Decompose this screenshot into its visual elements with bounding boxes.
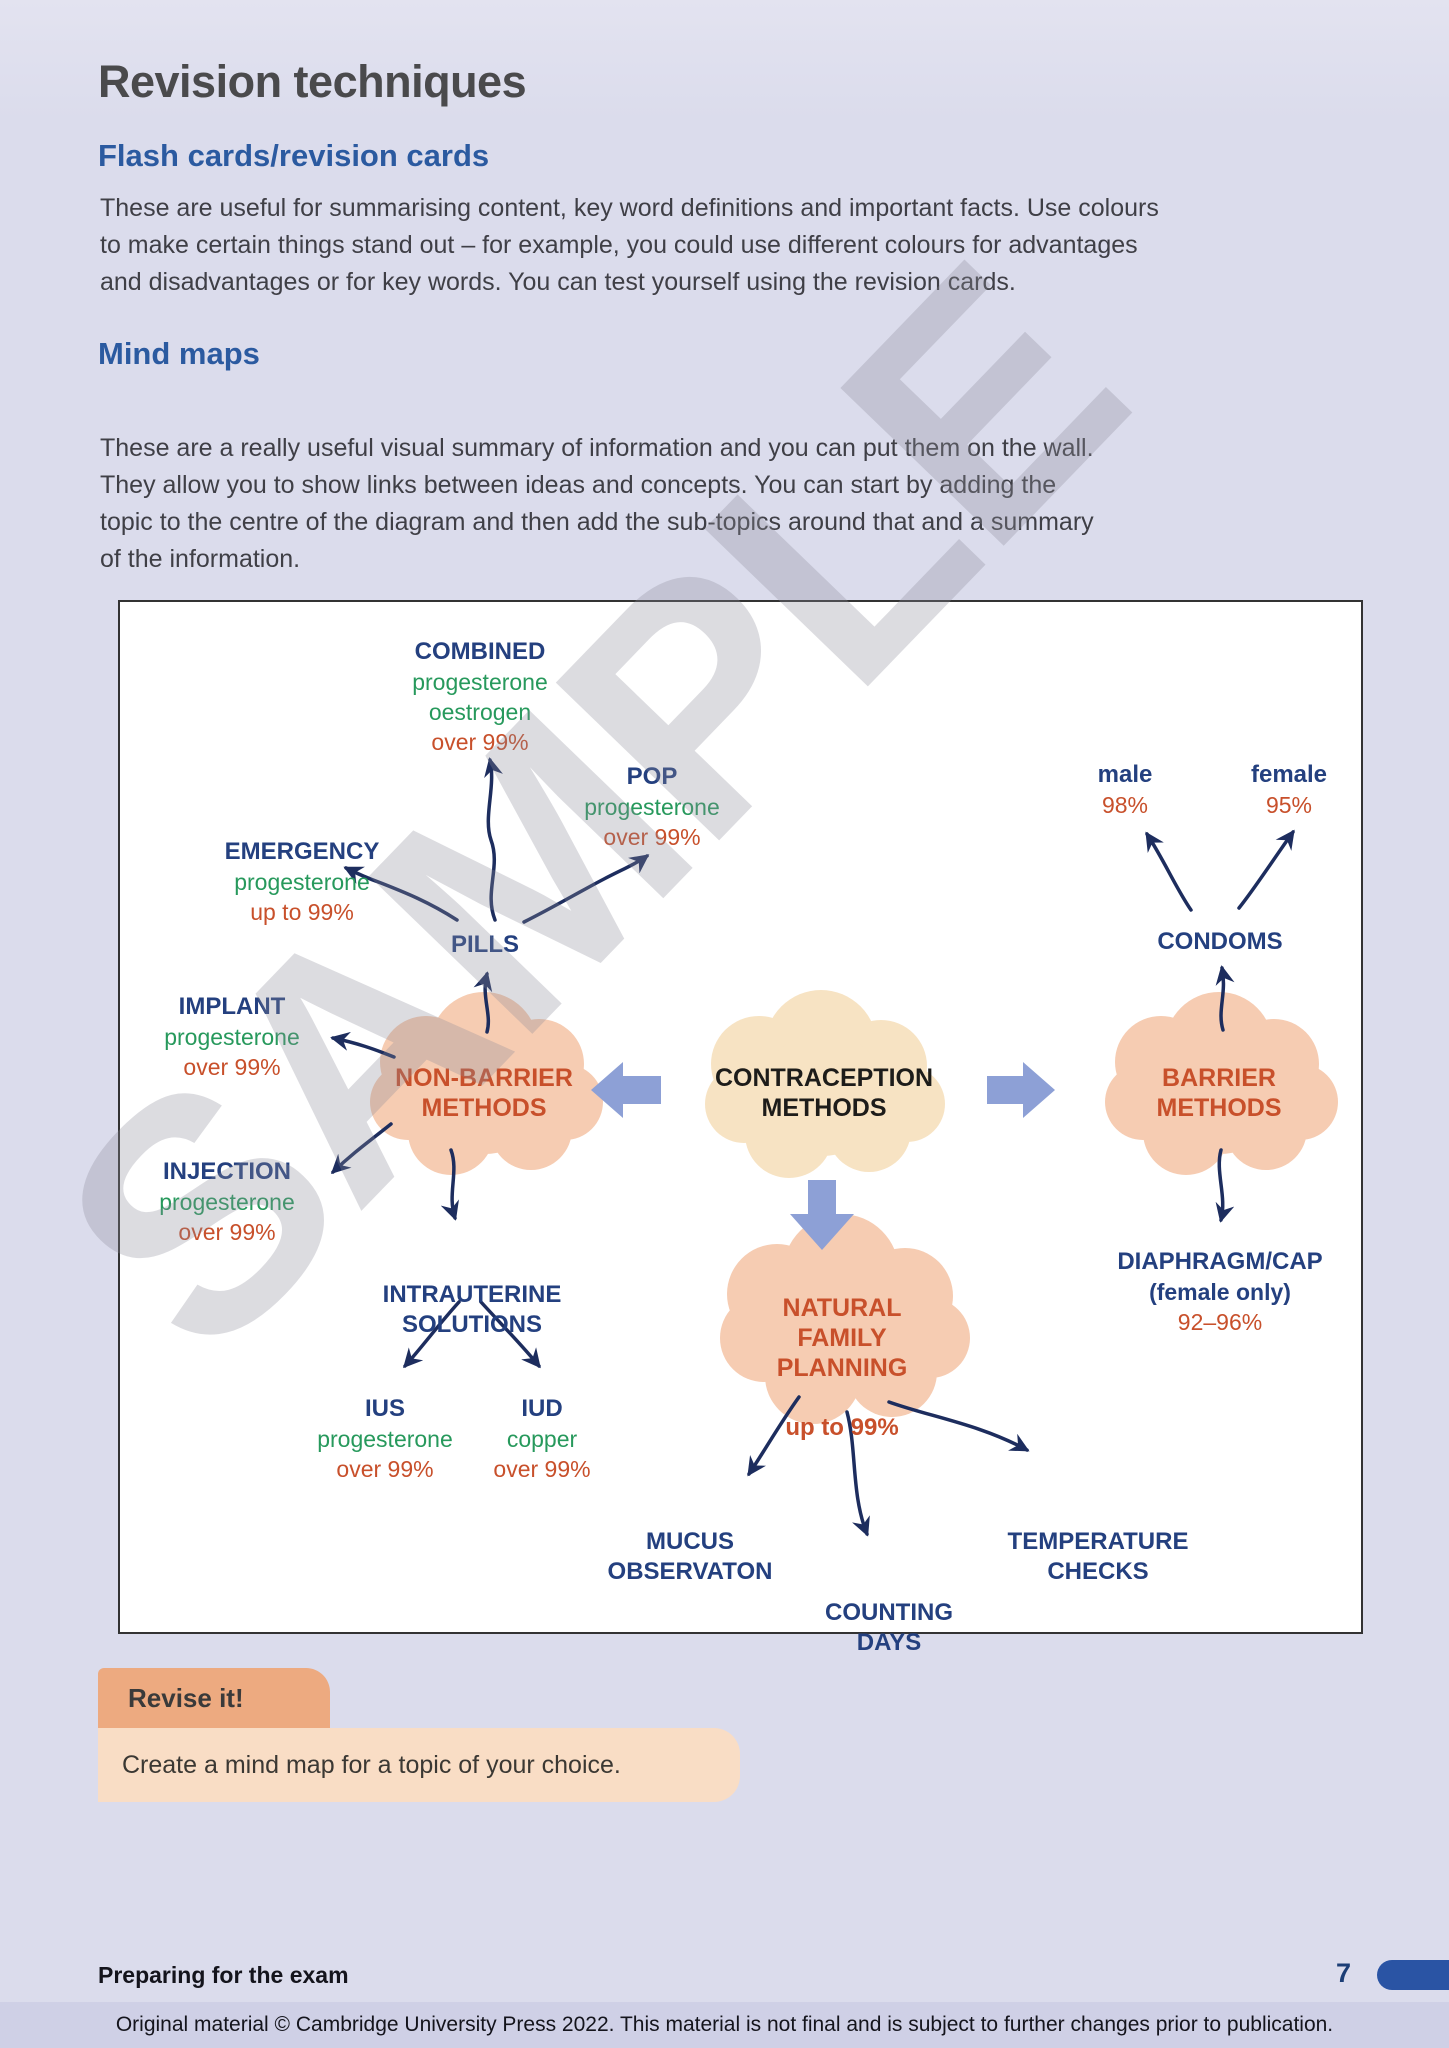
non-barrier-cloud-label: NON-BARRIER METHODS	[395, 1064, 573, 1122]
mind-map-diagram: COMBINED progesterone oestrogen over 99%…	[118, 600, 1363, 1656]
arrow-nfp-counting	[845, 1410, 870, 1537]
arrow-pills-combined	[484, 757, 503, 922]
block-arrow-down	[790, 1180, 854, 1250]
footer-section-title: Preparing for the exam	[98, 1962, 349, 1988]
revise-it-body: Create a mind map for a topic of your ch…	[98, 1728, 740, 1802]
arrow-nonbarrier-intrauterine	[440, 1148, 459, 1221]
arrow-barrier-condoms	[1215, 965, 1235, 1032]
node-implant: IMPLANT progesterone over 99%	[164, 993, 300, 1080]
node-male-condom: male 98%	[1097, 761, 1153, 818]
node-combined: COMBINED progesterone oestrogen over 99%	[412, 638, 548, 755]
node-emergency: EMERGENCY progesterone up to 99%	[224, 838, 380, 925]
node-pop: POP progesterone over 99%	[584, 763, 720, 850]
section-heading-flash-cards: Flash cards/revision cards	[98, 138, 490, 173]
mind-maps-paragraph: These are a really useful visual summary…	[100, 434, 1094, 573]
arrow-pills-emergency	[343, 866, 459, 922]
node-iud: IUD copper over 99%	[493, 1395, 591, 1482]
arrow-nfp-temperature	[887, 1400, 1030, 1452]
arrow-nonbarrier-pills	[473, 971, 493, 1034]
arrow-condoms-female	[1237, 829, 1295, 910]
node-ius: IUS progesterone over 99%	[317, 1395, 453, 1482]
arrow-intrauterine-ius	[403, 1300, 461, 1369]
page-number: 7	[1336, 1958, 1352, 1988]
node-condoms: CONDOMS	[1157, 928, 1283, 955]
block-arrow-left	[591, 1062, 661, 1118]
block-arrow-right	[987, 1062, 1055, 1118]
arrow-nonbarrier-injection	[330, 1122, 393, 1174]
arrow-nfp-mucus	[747, 1395, 801, 1477]
flash-cards-paragraph: These are useful for summarising content…	[100, 194, 1159, 296]
section-heading-mind-maps: Mind maps	[98, 336, 260, 371]
node-mucus-observation: MUCUS OBSERVATON	[607, 1528, 773, 1585]
natural-family-planning-cloud-shape	[720, 1214, 970, 1424]
arrow-pills-pop	[522, 854, 650, 924]
page-title: Revision techniques	[98, 56, 527, 107]
barrier-cloud-shape	[1105, 992, 1338, 1175]
contraception-cloud-shape	[705, 990, 945, 1178]
natural-family-planning-cloud-label: NATURAL FAMILY PLANNING up to 99%	[776, 1294, 908, 1441]
node-counting-days: COUNTING DAYS	[825, 1599, 953, 1656]
node-temperature-checks: TEMPERATURE CHECKS	[1007, 1528, 1189, 1585]
node-female-condom: female 95%	[1250, 761, 1328, 818]
copyright-disclaimer: Original material © Cambridge University…	[0, 2002, 1449, 2048]
arrow-condoms-male	[1145, 831, 1193, 912]
mind-map-canvas	[330, 757, 1338, 1537]
contraception-cloud-label: CONTRACEPTION METHODS	[714, 1064, 934, 1122]
node-injection: INJECTION progesterone over 99%	[159, 1158, 295, 1245]
node-pills: PILLS	[450, 931, 520, 958]
arrow-barrier-diaphragm	[1215, 1148, 1235, 1223]
node-intrauterine-solutions: INTRAUTERINE SOLUTIONS	[382, 1281, 562, 1338]
arrow-intrauterine-iud	[479, 1300, 541, 1369]
non-barrier-cloud-shape	[370, 992, 603, 1175]
page-number-pill	[1377, 1960, 1449, 1990]
revise-it-tab: Revise it!	[98, 1668, 330, 1728]
arrow-nonbarrier-implant	[330, 1031, 396, 1059]
barrier-cloud-label: BARRIER METHODS	[1156, 1064, 1282, 1122]
node-diaphragm-cap: DIAPHRAGM/CAP (female only) 92–96%	[1117, 1248, 1323, 1335]
